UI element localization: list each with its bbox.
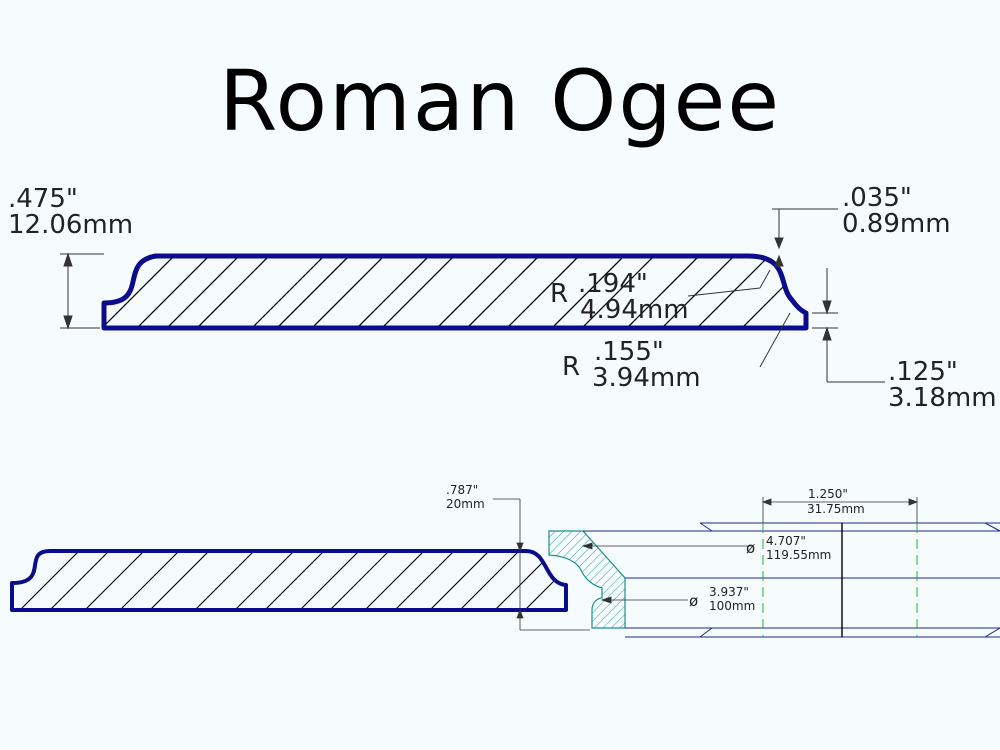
outer-dia-in-label: 4.707": [766, 534, 806, 548]
width-mm-label: 31.75mm: [807, 502, 865, 516]
width-in-label: 1.250": [808, 487, 848, 501]
inner-dia-mm-label: 100mm: [709, 599, 755, 613]
inner-dia-in-label: 3.937": [709, 585, 749, 599]
bottom-profile-hatching: [12, 551, 566, 610]
bottom-profile: [10, 549, 568, 612]
lip-in-label: .125": [888, 357, 958, 387]
bottom-height-dimension: [493, 498, 590, 631]
bottom-height-mm-label: 20mm: [446, 497, 485, 511]
outer-dia-symbol: ø: [746, 539, 755, 557]
section-view: [548, 497, 1000, 638]
section-cross-section: [548, 530, 626, 629]
page-title: Roman Ogee: [218, 52, 782, 150]
height-in-label: .475": [8, 184, 78, 214]
outer-dia-mm-label: 119.55mm: [766, 548, 831, 562]
ring-centerlines: [762, 523, 918, 637]
top-dimension-labels: .475" 12.06mm .035" 0.89mm R .194" 4.94m…: [8, 183, 997, 413]
ring-outline: [583, 522, 1000, 638]
radius2-mm-label: 3.94mm: [592, 363, 701, 393]
height-mm-label: 12.06mm: [8, 210, 133, 240]
inner-dia-symbol: ø: [689, 592, 698, 610]
top-profile: [101, 253, 809, 331]
radius1-prefix: R: [550, 279, 568, 309]
step-in-label: .035": [842, 183, 912, 213]
step-mm-label: 0.89mm: [842, 209, 951, 239]
radius2-in-label: .155": [594, 337, 664, 367]
top-dimensions: [60, 208, 885, 383]
radius1-mm-label: 4.94mm: [580, 295, 689, 325]
bottom-height-in-label: .787": [446, 483, 478, 497]
bottom-profile-outline: [10, 549, 568, 612]
radius1-in-label: .194": [578, 269, 648, 299]
lip-mm-label: 3.18mm: [888, 383, 997, 413]
section-dimension-lines: [581, 497, 919, 604]
top-profile-outline: [101, 253, 809, 331]
radius2-prefix: R: [562, 352, 580, 382]
section-dimension-labels: 1.250" 31.75mm ø 4.707" 119.55mm ø 3.937…: [689, 487, 865, 613]
